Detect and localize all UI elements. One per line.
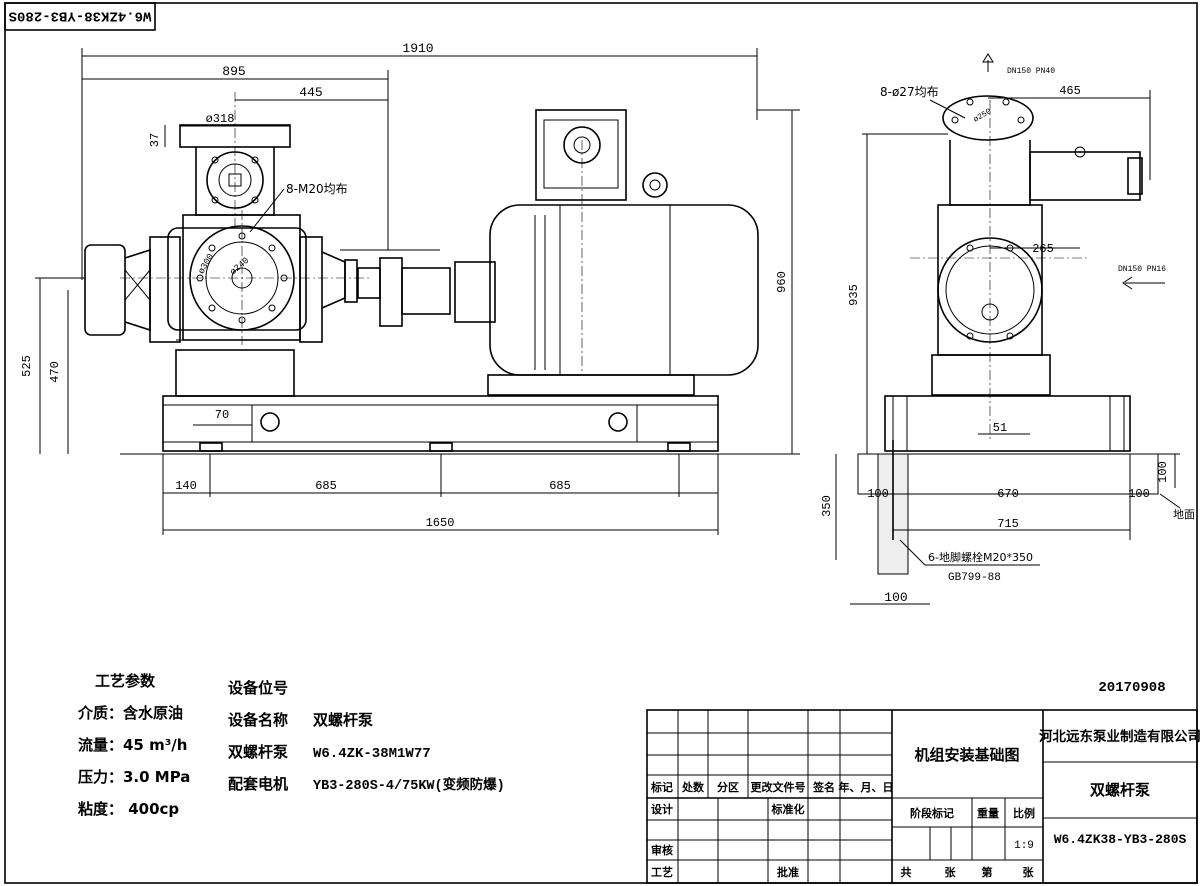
tb-sheet-no: 第 xyxy=(982,865,993,879)
ground-label: 地面 xyxy=(1173,508,1195,521)
param-viscosity: 粘度： 400cp xyxy=(78,800,179,818)
dim-70: 70 xyxy=(215,408,229,422)
param-pressure: 压力：3.0 MPa xyxy=(78,768,190,786)
tb-drawing-number: W6.4ZK38-YB3-280S xyxy=(1054,832,1187,847)
dim-100-bottom: 100 xyxy=(884,590,907,605)
outlet-port xyxy=(206,151,264,209)
equipment-info: 设备位号 设备名称 双螺杆泵 双螺杆泵 W6.4ZK-38M1W77 配套电机 … xyxy=(228,679,505,794)
tb-col-change: 更改文件号 xyxy=(751,780,806,794)
tb-company: 河北远东泵业制造有限公司 xyxy=(1039,728,1201,745)
dim-140: 140 xyxy=(175,479,197,493)
tb-sheets2: 张 xyxy=(1023,865,1035,879)
inlet-arrow xyxy=(1122,276,1165,290)
params-title: 工艺参数 xyxy=(95,672,156,690)
dim-715: 715 xyxy=(997,517,1019,531)
anchor-bolts-label: 6-地脚螺栓M20*350 xyxy=(928,550,1033,564)
drawing-date: 20170908 xyxy=(1098,680,1165,696)
dim-935: 935 xyxy=(847,284,861,306)
dim-470: 470 xyxy=(48,361,62,383)
dim-300: ø300 xyxy=(197,252,216,276)
dim-318: ø318 xyxy=(206,112,235,126)
dim-895: 895 xyxy=(222,64,245,79)
tb-stage-mark: 阶段标记 xyxy=(910,806,954,820)
tb-drawing-title: 机组安装基础图 xyxy=(914,746,1019,764)
motor xyxy=(489,204,759,376)
tb-col-count: 处数 xyxy=(681,780,705,794)
tb-weight: 重量 xyxy=(977,806,999,820)
tb-product: 双螺杆泵 xyxy=(1090,781,1150,799)
holes-note: 8-ø27均布 xyxy=(880,85,939,99)
tb-col-sign: 签名 xyxy=(812,780,835,794)
equip-name-value: 双螺杆泵 xyxy=(313,711,373,729)
tb-col-mark: 标记 xyxy=(650,780,673,794)
tb-col-zone: 分区 xyxy=(717,780,739,794)
dim-100-left: 100 xyxy=(867,487,889,501)
tb-process: 工艺 xyxy=(651,865,673,879)
dim-525: 525 xyxy=(20,355,34,377)
title-block: 标记 处数 分区 更改文件号 签名 年、月、日 设计 标准化 审核 工艺 批准 … xyxy=(646,709,1201,884)
side-view: DN150 PN40 8-ø27均布 465 ø250 265 DN150 PN… xyxy=(820,53,1195,605)
tb-col-date: 年、月、日 xyxy=(839,780,894,794)
dim-445: 445 xyxy=(299,85,322,100)
equip-pump-label: 双螺杆泵 xyxy=(228,743,288,761)
outlet-arrow xyxy=(982,53,994,72)
dim-240: ø240 xyxy=(228,256,251,278)
process-params: 工艺参数 介质：含水原油 流量：45 m³/h 压力：3.0 MPa 粘度： 4… xyxy=(77,672,190,818)
tb-sheets: 张 xyxy=(945,865,957,879)
dim-960: 960 xyxy=(775,271,789,293)
dim-465: 465 xyxy=(1059,84,1081,98)
tb-standardize: 标准化 xyxy=(771,802,805,816)
param-flow: 流量：45 m³/h xyxy=(78,736,187,754)
bolts-note: 8-M20均布 xyxy=(286,182,348,196)
side-outlet-flange xyxy=(942,95,1034,141)
tb-design: 设计 xyxy=(651,802,673,816)
tb-scale: 比例 xyxy=(1013,806,1035,820)
equip-motor-label: 配套电机 xyxy=(228,775,288,793)
dim-685-a: 685 xyxy=(315,479,337,493)
outlet-label: DN150 PN40 xyxy=(1007,67,1055,76)
equip-pump-value: W6.4ZK-38M1W77 xyxy=(313,746,431,762)
dim-350: 350 xyxy=(820,495,834,517)
dim-51: 51 xyxy=(993,421,1007,435)
sheet-border xyxy=(4,2,1198,884)
anchor-standard-label: GB799-88 xyxy=(948,572,1001,584)
dim-37: 37 xyxy=(148,133,162,147)
rotated-drawing-number-box: W6.4ZK38-YB3-280S xyxy=(4,2,156,31)
coupling xyxy=(357,267,381,299)
inlet-label: DN150 PN16 xyxy=(1118,265,1166,274)
pump-body xyxy=(182,214,301,341)
dim-265: 265 xyxy=(1032,242,1054,256)
dim-670: 670 xyxy=(997,487,1019,501)
rotated-drawing-number: W6.4ZK38-YB3-280S xyxy=(9,7,152,23)
junction-box xyxy=(535,109,627,201)
end-cover xyxy=(84,244,126,336)
dim-1650: 1650 xyxy=(426,516,455,530)
dim-100-right: 100 xyxy=(1156,461,1170,483)
pump-pedestal xyxy=(175,349,295,397)
tb-total: 共 xyxy=(901,865,912,879)
outlet-flange xyxy=(179,124,291,148)
tb-approve: 批准 xyxy=(777,865,799,879)
front-view: 1910 895 445 ø318 37 8-M20均布 ø240 xyxy=(20,41,800,535)
tb-review: 审核 xyxy=(651,843,673,857)
param-medium: 介质：含水原油 xyxy=(77,704,183,722)
pump-flange xyxy=(189,225,295,331)
dim-685-b: 685 xyxy=(549,479,571,493)
equip-motor-value: YB3-280S-4/75KW(变频防爆) xyxy=(313,776,505,794)
equip-name-label: 设备名称 xyxy=(228,711,288,729)
dim-1910: 1910 xyxy=(402,41,433,56)
equip-position-label: 设备位号 xyxy=(228,679,288,697)
dim-100-b: 100 xyxy=(1128,487,1150,501)
tb-scale-value: 1:9 xyxy=(1014,840,1034,852)
side-base-frame xyxy=(884,395,1131,452)
